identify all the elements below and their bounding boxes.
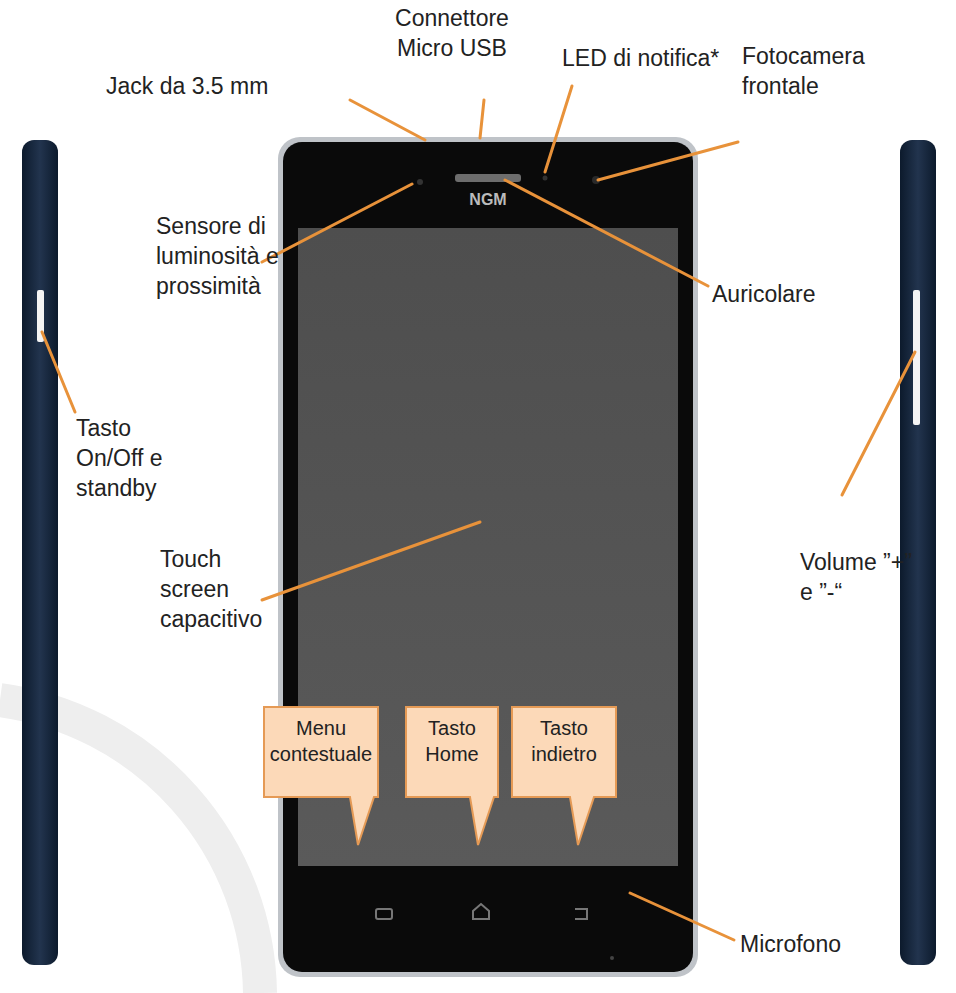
part-label: Microfono	[740, 930, 890, 960]
part-label: Connettore Micro USB	[372, 4, 532, 64]
leader-line	[262, 522, 480, 600]
phone-front	[283, 142, 693, 972]
leader-line	[42, 332, 75, 412]
part-label: Sensore di luminosità e prossimità	[156, 212, 296, 302]
menu-key-icon	[376, 909, 392, 919]
back-key-icon	[575, 909, 587, 919]
earpiece	[455, 174, 521, 182]
part-label: NGM	[452, 190, 524, 211]
part-label: Volume ”+” e ”-“	[800, 548, 918, 608]
callout-box: Menu contestuale	[262, 705, 380, 847]
microphone-hole	[610, 956, 614, 960]
callout-text: Tasto Home	[404, 705, 500, 767]
part-label: Touch screen capacitivo	[160, 545, 278, 635]
phone-left-side	[22, 140, 58, 965]
callout-text: Tasto indietro	[510, 705, 618, 767]
leader-line	[842, 352, 915, 495]
notification-led	[543, 176, 548, 181]
callout-text: Menu contestuale	[262, 705, 380, 767]
part-label: Tasto On/Off e standby	[76, 414, 180, 504]
leader-line	[480, 100, 484, 138]
volume-button	[913, 290, 920, 425]
leader-line	[598, 142, 738, 180]
leader-line	[545, 86, 572, 172]
part-label: Auricolare	[712, 280, 862, 310]
home-key-icon	[473, 904, 489, 919]
part-label: Jack da 3.5 mm	[106, 72, 306, 102]
callout-box: Tasto indietro	[510, 705, 618, 847]
phone-bezel	[278, 137, 698, 977]
part-label: LED di notifica*	[562, 44, 752, 74]
leader-line	[262, 184, 412, 262]
leader-line	[350, 100, 425, 140]
callout-box: Tasto Home	[404, 705, 500, 847]
leader-line	[630, 893, 734, 940]
leader-line	[505, 180, 708, 286]
proximity-sensor	[417, 179, 423, 185]
part-label: Fotocamera frontale	[742, 42, 882, 102]
